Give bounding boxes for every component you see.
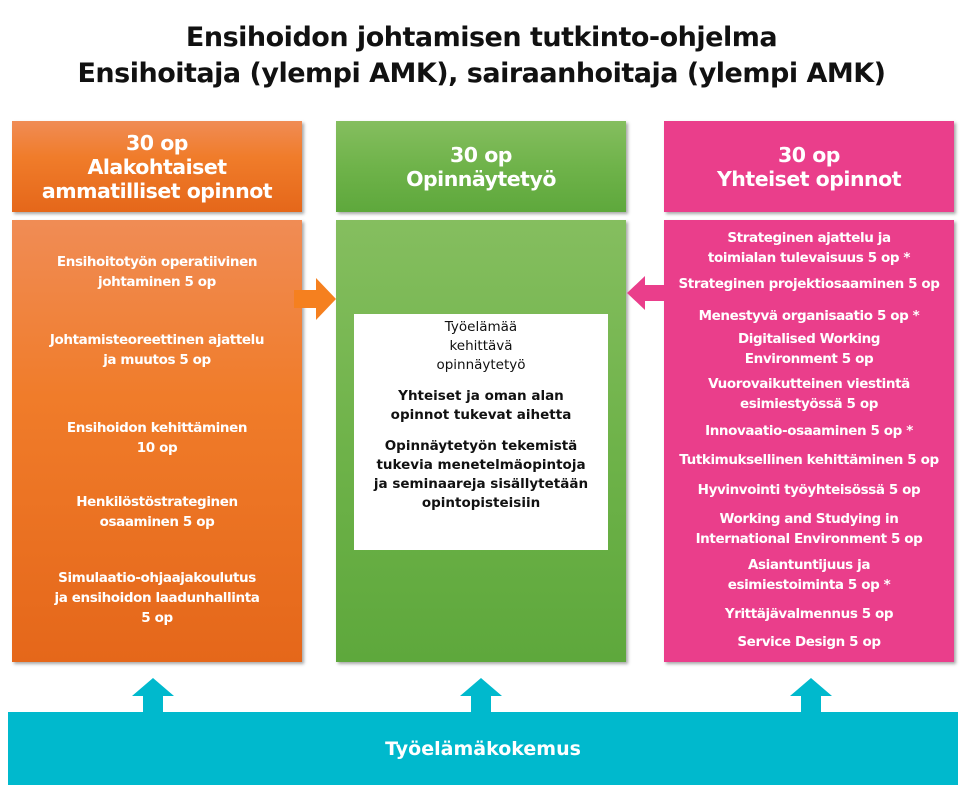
orange-course-item: Simulaatio-ohjaajakoulutus ja ensihoidon… [54,570,260,626]
pink-course-item: Strateginen projektiosaaminen 5 op [678,276,940,292]
pink-column-header: 30 op Yhteiset opinnot [664,121,954,212]
title-line-2: Ensihoitaja (ylempi AMK), sairaanhoitaja… [77,58,886,89]
title-line-1: Ensihoidon johtamisen tutkinto-ohjelma [185,22,778,53]
orange-course-item: Johtamisteoreettinen ajattelu ja muutos … [49,332,265,368]
left-arrow-icon [627,276,667,310]
green-heading: Opinnäytetyö [406,166,556,191]
work-experience-label: Työelämäkokemus [385,737,581,760]
pink-column-body: Strateginen ajattelu ja toimialan tuleva… [664,220,954,662]
pink-course-item: Digitalised Working Environment 5 op [737,331,881,367]
right-arrow-icon [294,278,336,320]
up-arrow-icon [790,678,832,712]
orange-column-body: Ensihoitotyön operatiivinen johtaminen 5… [12,220,302,662]
pink-course-item: Asiantuntijuus ja esimiestoiminta 5 op * [727,557,891,593]
pink-course-item: Service Design 5 op [737,634,881,650]
thesis-title: Työelämää kehittävä opinnäytetyö [436,319,526,373]
orange-column-header: 30 op Alakohtaiset ammatilliset opinnot [12,121,302,212]
pink-course-item: Strateginen ajattelu ja toimialan tuleva… [707,230,911,266]
pink-course-item: Working and Studying in International En… [695,511,923,547]
work-experience-bar: Työelämäkokemus [8,712,958,785]
up-arrow-icon [132,678,174,712]
thesis-info-box: Työelämää kehittävä opinnäytetyö Yhteise… [354,314,608,550]
pink-course-item: Vuorovaikutteinen viestintä esimiestyöss… [708,376,910,412]
orange-credits: 30 op [126,130,188,155]
thesis-support-text: Yhteiset ja oman alan opinnot tukevat ai… [390,388,572,423]
orange-course-item: Ensihoitotyön operatiivinen johtaminen 5… [56,254,258,290]
pink-heading: Yhteiset opinnot [716,166,902,191]
pink-course-item: Yrittäjävalmennus 5 op [724,606,894,622]
orange-heading: Alakohtaiset ammatilliset opinnot [41,154,273,203]
pink-course-item: Hyvinvointi työyhteisössä 5 op [697,482,921,498]
orange-course-item: Henkilöstöstrateginen osaaminen 5 op [76,494,238,530]
pink-course-item: Tutkimuksellinen kehittäminen 5 op [679,452,939,468]
pink-credits: 30 op [778,142,840,167]
green-credits: 30 op [450,142,512,167]
thesis-methods-text: Opinnäytetyön tekemistä tukevia menetelm… [373,438,589,511]
pink-course-item: Menestyvä organisaatio 5 op * [698,308,920,324]
up-arrow-icon [460,678,502,712]
green-column-header: 30 op Opinnäytetyö [336,121,626,212]
pink-course-item: Innovaatio-osaaminen 5 op * [705,423,913,439]
orange-course-item: Ensihoidon kehittäminen 10 op [66,420,248,456]
